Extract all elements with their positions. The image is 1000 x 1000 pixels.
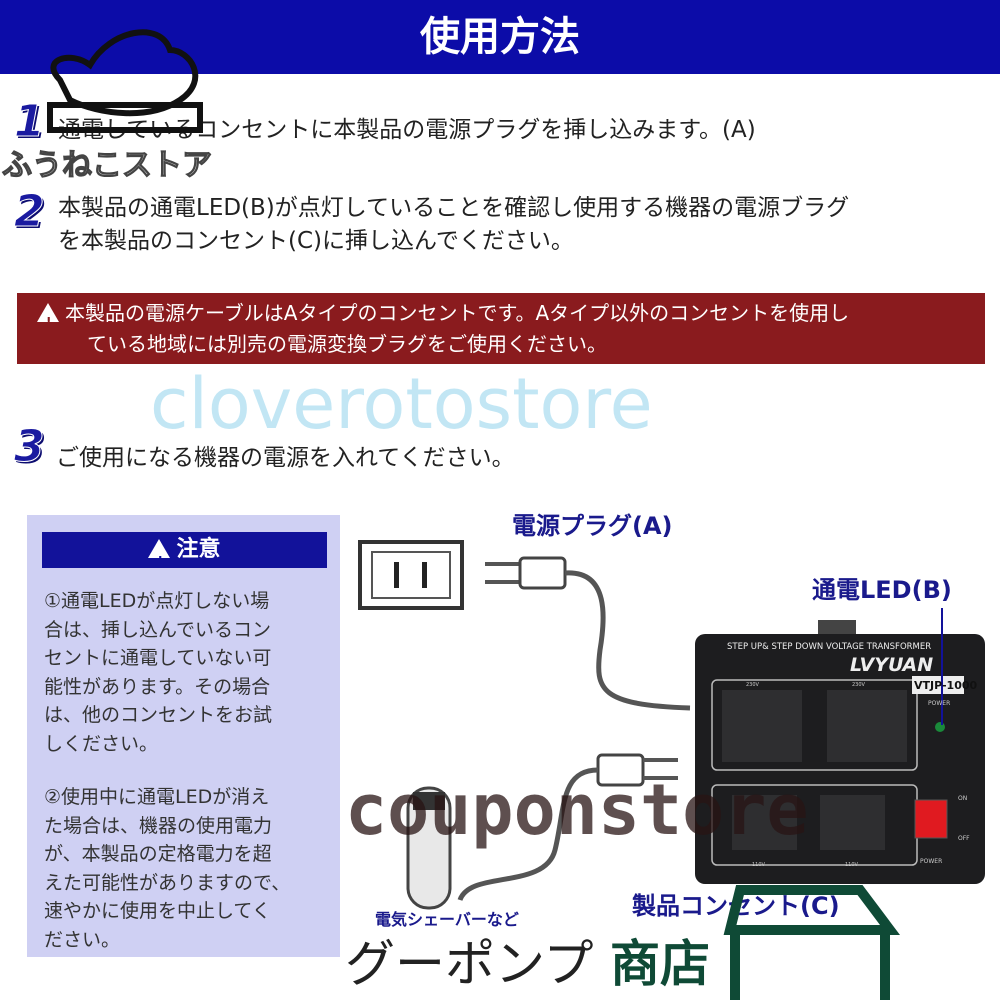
wall-socket-icon [358, 540, 464, 610]
transformer-device [695, 608, 985, 884]
text: た場合は、機器の使用電力 [44, 814, 273, 837]
text: セントに通電していない可 [44, 647, 272, 669]
text: 合は、挿し込んでいるコン [44, 618, 272, 641]
step-number-2: 2 [14, 186, 46, 237]
shop-logo-icon [723, 885, 900, 1000]
plug-label: 電源プラグ(A) [512, 512, 673, 540]
cat-logo-icon [47, 29, 203, 133]
warning-banner: !本製品の電源ケーブルはAタイプのコンセントです。Aタイプ以外のコンセントを使用… [17, 293, 985, 364]
voltage-label: 110V [845, 862, 858, 868]
wiring-illustration [358, 540, 985, 910]
voltage-label: 110V [752, 862, 765, 868]
power-plug-a-icon [485, 556, 691, 711]
led-power-label: POWER [928, 700, 951, 707]
warning-line-1: 本製品の電源ケーブルはAタイプのコンセントです。Aタイプ以外のコンセントを使用し [65, 301, 850, 325]
device-top-text: STEP UP& STEP DOWN VOLTAGE TRANSFORMER [727, 642, 932, 652]
voltage-label: 230V [852, 682, 865, 688]
text: しください。 [44, 732, 159, 755]
electric-shaver-icon [406, 786, 452, 910]
warning-line-2: ている地域には別売の電源変換ブラグをご使用ください。 [87, 332, 607, 356]
watermark-shoten: 商店 [610, 935, 710, 993]
step-number-1: 1 [14, 96, 46, 147]
text: は、他のコンセントをお試 [44, 704, 273, 726]
caution-note-2: ②使用中に通電LEDが消えた場合は、機器の使用電力が、本製品の定格電力を超えた可… [44, 783, 334, 954]
warning-triangle-icon: ! [37, 303, 59, 329]
power-switch [914, 799, 948, 839]
shaver-label: 電気シェーバーなど [375, 910, 519, 929]
device-brand: LVYUAN [850, 654, 934, 676]
step-number-3: 3 [14, 421, 46, 472]
step-3-text: ご使用になる機器の電源を入れてください。 [56, 445, 515, 471]
watermark-guponp: グーポンプ [345, 935, 594, 993]
switch-power-label: POWER [920, 858, 943, 865]
switch-on-label: ON [958, 795, 968, 802]
watermark-couponstore: couponstore [345, 769, 809, 851]
watermark-store: ふうねこストア [1, 147, 212, 183]
caution-title: 注意 [176, 537, 221, 562]
text: 能性があります。その場合 [44, 675, 271, 698]
caution-header: !注意 [42, 532, 327, 568]
led-label: 通電LED(B) [812, 576, 952, 604]
watermark-cloverotostore: cloverotostore [150, 363, 653, 445]
warning-triangle-icon: ! [148, 539, 171, 568]
text: 速やかに使用を中止してく [44, 900, 271, 922]
step-2-line-1: 本製品の通電LED(B)が点灯していることを確認し使用する機器の電源ブラグ [58, 195, 850, 221]
text: が、本製品の定格電力を超 [44, 843, 272, 865]
caution-note-1: ①通電LEDが点灯しない場合は、挿し込んでいるコンセントに通電していない可能性が… [44, 587, 334, 758]
caution-box: !注意 ①通電LEDが点灯しない場合は、挿し込んでいるコンセントに通電していない… [27, 515, 340, 957]
device-model: VTJP-1000 [914, 679, 978, 692]
page-title: 使用方法 [0, 0, 1000, 74]
shaver-plug-icon [457, 753, 678, 902]
text: ださい。 [44, 928, 121, 951]
power-led-icon [935, 722, 945, 732]
voltage-label: 230V [746, 682, 759, 688]
text: ②使用中に通電LEDが消え [44, 786, 270, 808]
step-2-line-2: を本製品のコンセント(C)に挿し込んでください。 [58, 228, 574, 254]
text: えた可能性がありますので、 [44, 871, 291, 894]
text: ①通電LEDが点灯しない場 [44, 590, 270, 612]
switch-off-label: OFF [958, 835, 970, 842]
